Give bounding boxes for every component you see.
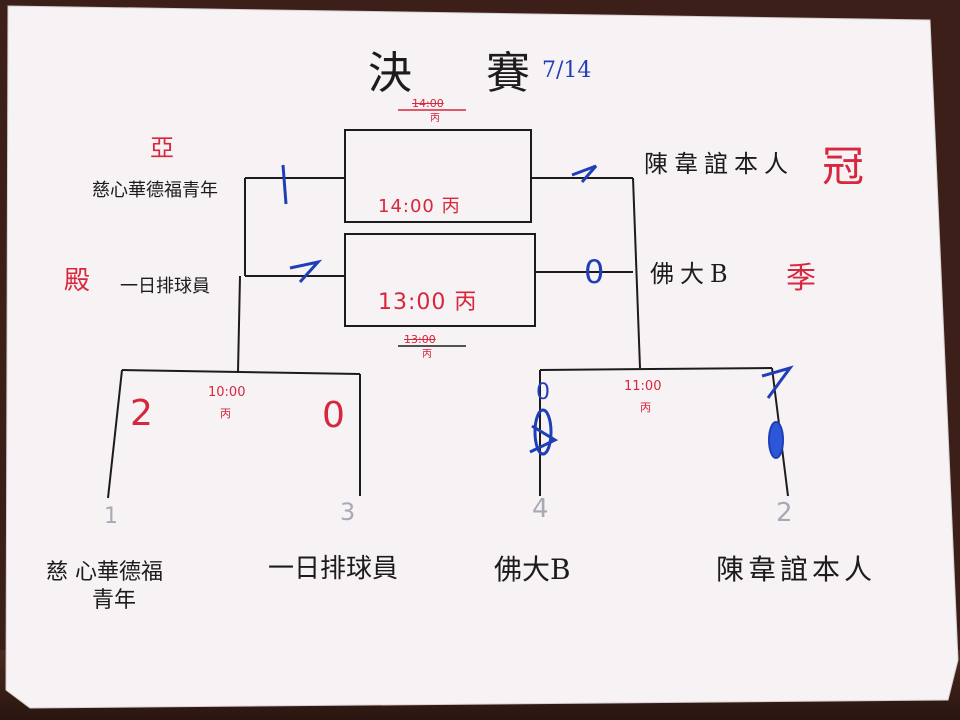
- semi-left-top: [121, 369, 361, 375]
- bottom-team-1-line1: 慈 心華德福: [46, 560, 163, 585]
- page-title: 決 賽: [368, 48, 560, 99]
- semi-left-time: 10:00: [208, 385, 246, 400]
- semi-left-score-left: 2: [130, 393, 153, 434]
- old-court-mid: 丙: [422, 349, 432, 360]
- team-left-top-name: 慈心華德福青年: [92, 180, 218, 201]
- final-top-box: [344, 129, 532, 223]
- semi-right-score-left: 0: [536, 380, 550, 405]
- mark-semi-left-right: [529, 424, 559, 454]
- bottom-team-4: 佛大B: [494, 553, 571, 586]
- team-right-top-name: 陳韋誼本人: [644, 150, 794, 178]
- bottom-team-2: 陳韋誼本人: [716, 553, 877, 586]
- mark-final-mid-left: [289, 259, 323, 284]
- semi-right-court: 丙: [640, 401, 651, 414]
- seed-3: 3: [340, 498, 356, 526]
- old-court-top: 丙: [430, 113, 440, 124]
- semi-left-leg1: [107, 369, 123, 499]
- seed-4: 4: [532, 494, 549, 524]
- date-label: 7/14: [542, 58, 592, 83]
- seed-1: 1: [104, 504, 118, 529]
- old-time-mid: 13:00: [404, 333, 436, 346]
- bottom-team-1-line2: 青年: [92, 588, 137, 613]
- final-mid-time: 13:00 丙: [378, 290, 478, 315]
- line-left-down: [237, 275, 241, 373]
- final-top-time: 14:00 丙: [378, 196, 461, 217]
- final-mid-score-right: 0: [584, 253, 605, 291]
- seed-2: 2: [776, 498, 793, 528]
- team-right-mid-name: 佛大B: [650, 260, 734, 288]
- paper-sheet: [5, 5, 959, 709]
- semi-right-top: [539, 367, 773, 371]
- old-time-top: 14:00: [412, 97, 444, 110]
- mark-final-top-left: [281, 164, 288, 205]
- semi-left-score-right: 0: [322, 395, 345, 436]
- mark-semi-right: [761, 365, 794, 399]
- final-mid-box: [344, 233, 536, 327]
- placement-third: 季: [786, 261, 816, 296]
- semi-right-time: 11:00: [624, 379, 662, 394]
- bottom-team-3: 一日排球員: [268, 554, 399, 584]
- oval-score-4: [533, 408, 553, 456]
- placement-champion: 冠: [822, 142, 865, 191]
- placement-fourth: 殿: [64, 266, 91, 296]
- semi-left-court: 丙: [220, 407, 231, 420]
- mark-final-top-right: [571, 164, 598, 183]
- line-right-vert: [632, 177, 641, 369]
- oval-score-2: [768, 421, 784, 459]
- placement-runner-up: 亞: [150, 134, 174, 162]
- team-left-mid-name: 一日排球員: [120, 276, 210, 297]
